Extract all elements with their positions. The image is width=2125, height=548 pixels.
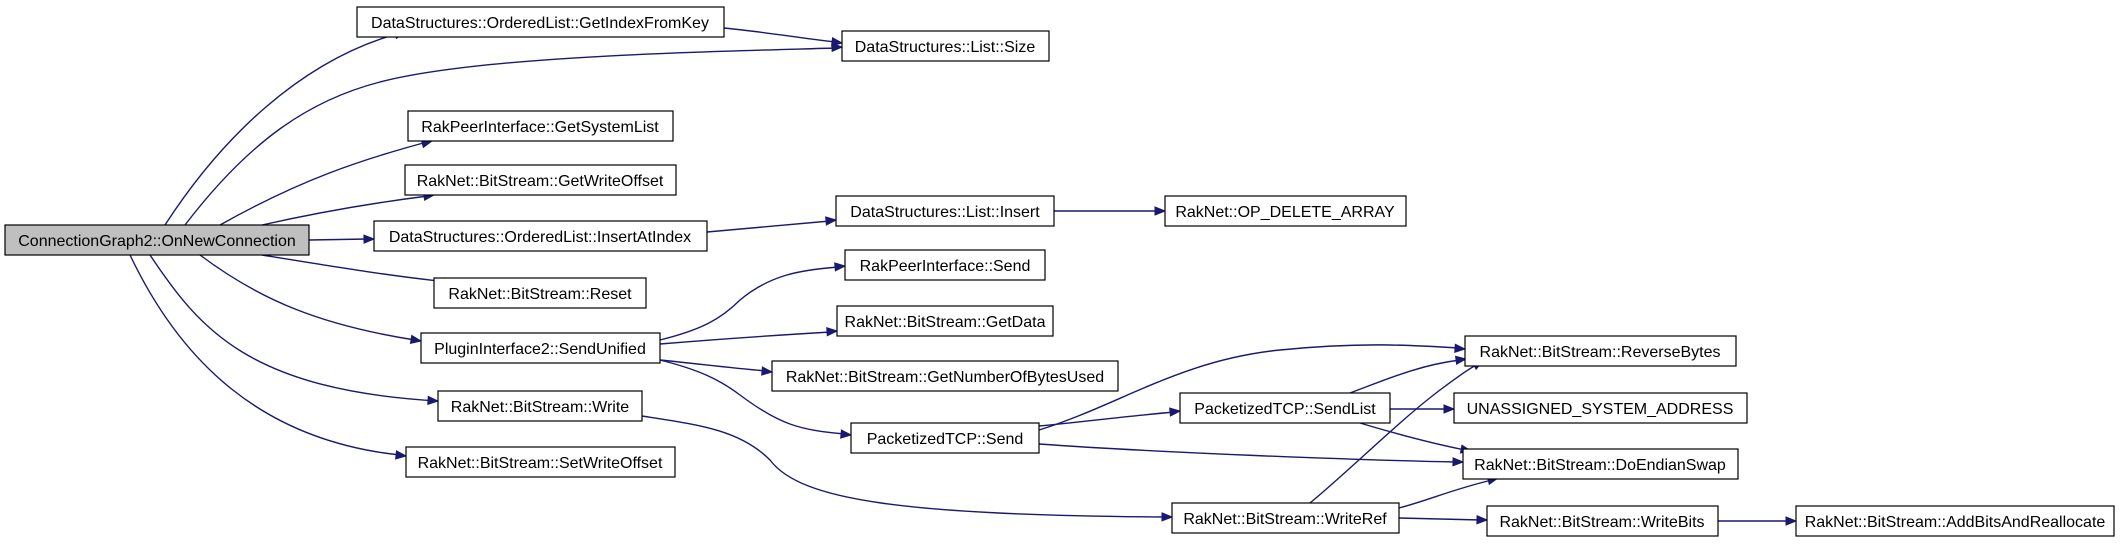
edge-n20-n21 bbox=[1718, 516, 1798, 526]
edge-n13-n14 bbox=[1038, 407, 1182, 427]
arrowhead bbox=[1454, 355, 1468, 366]
edge-n0-n8 bbox=[261, 254, 456, 287]
node-bitstream-getwriteoffset[interactable]: RakNet::BitStream::GetWriteOffset bbox=[404, 164, 677, 196]
node-label: RakNet::BitStream::WriteRef bbox=[1183, 511, 1387, 528]
node-label: RakNet::BitStream::GetWriteOffset bbox=[417, 173, 664, 190]
edge-n9-n12 bbox=[659, 359, 774, 376]
node-label: RakNet::BitStream::DoEndianSwap bbox=[1474, 457, 1726, 474]
edge-layer bbox=[129, 27, 1798, 526]
node-label: PacketizedTCP::SendList bbox=[1194, 401, 1376, 418]
node-layer: ConnectionGraph2::OnNewConnection DataSt… bbox=[4, 6, 2115, 537]
node-label: RakNet::BitStream::Write bbox=[451, 399, 630, 416]
node-packetizedtcp-sendlist[interactable]: PacketizedTCP::SendList bbox=[1179, 392, 1391, 424]
arrowhead bbox=[825, 216, 838, 226]
edge-n0-n9 bbox=[199, 254, 423, 345]
arrowhead bbox=[1785, 516, 1798, 526]
edge-n5-n6 bbox=[706, 216, 838, 233]
edge-n0-n22 bbox=[129, 254, 408, 460]
arrowhead bbox=[834, 262, 847, 272]
node-label: RakNet::BitStream::ReverseBytes bbox=[1480, 344, 1721, 361]
edge-n14-n16 bbox=[1390, 404, 1456, 414]
arrowhead bbox=[1169, 407, 1182, 417]
node-bitstream-writebits[interactable]: RakNet::BitStream::WriteBits bbox=[1486, 505, 1719, 537]
edge-n13-n15 bbox=[1038, 343, 1467, 431]
edge-n0-n5 bbox=[308, 234, 376, 244]
arrowhead bbox=[1161, 512, 1174, 522]
node-label: PluginInterface2::SendUnified bbox=[434, 341, 646, 358]
arrowhead bbox=[363, 234, 376, 244]
node-bitstream-write[interactable]: RakNet::BitStream::Write bbox=[437, 390, 643, 422]
node-rakpeerinterface-send[interactable]: RakPeerInterface::Send bbox=[844, 249, 1046, 281]
node-bitstream-setwriteoffset[interactable]: RakNet::BitStream::SetWriteOffset bbox=[405, 446, 676, 478]
edge-n19-n17 bbox=[1398, 475, 1500, 509]
node-bitstream-writeref[interactable]: RakNet::BitStream::WriteRef bbox=[1171, 502, 1400, 534]
node-label: DataStructures::OrderedList::InsertAtInd… bbox=[389, 229, 691, 246]
node-label: RakNet::BitStream::Reset bbox=[448, 286, 632, 303]
node-label: RakNet::BitStream::WriteBits bbox=[1499, 514, 1704, 531]
node-label: RakPeerInterface::GetSystemList bbox=[421, 119, 659, 136]
node-label: UNASSIGNED_SYSTEM_ADDRESS bbox=[1467, 401, 1734, 418]
node-orderedlist-insertatindex[interactable]: DataStructures::OrderedList::InsertAtInd… bbox=[373, 220, 708, 252]
node-unassigned-system-address[interactable]: UNASSIGNED_SYSTEM_ADDRESS bbox=[1453, 392, 1748, 424]
node-raknet-op-delete-array[interactable]: RakNet::OP_DELETE_ARRAY bbox=[1164, 195, 1407, 227]
arrowhead bbox=[395, 450, 408, 460]
node-label: RakNet::BitStream::GetNumberOfBytesUsed bbox=[786, 369, 1104, 386]
node-label: RakNet::OP_DELETE_ARRAY bbox=[1175, 204, 1395, 221]
edge-n9-n11 bbox=[659, 327, 839, 345]
arrowhead bbox=[1454, 343, 1467, 353]
arrowhead bbox=[840, 429, 853, 439]
node-label: PacketizedTCP::Send bbox=[867, 431, 1024, 448]
edge-n18-n19 bbox=[641, 415, 1174, 522]
node-bitstream-addbitsandreallocate[interactable]: RakNet::BitStream::AddBitsAndReallocate bbox=[1795, 505, 2115, 537]
edge-n0-n1 bbox=[164, 30, 407, 226]
arrowhead bbox=[427, 395, 440, 406]
node-packetizedtcp-send[interactable]: PacketizedTCP::Send bbox=[850, 422, 1040, 454]
node-bitstream-doendianswap[interactable]: RakNet::BitStream::DoEndianSwap bbox=[1462, 448, 1739, 480]
node-rakpeerinterface-getsystemlist[interactable]: RakPeerInterface::GetSystemList bbox=[407, 110, 674, 142]
arrowhead bbox=[1452, 457, 1465, 467]
arrowhead bbox=[1154, 206, 1167, 216]
edge-n14-n17 bbox=[1359, 422, 1473, 454]
arrowhead bbox=[826, 327, 839, 337]
node-label: ConnectionGraph2::OnNewConnection bbox=[18, 233, 296, 250]
arrowhead bbox=[1476, 515, 1489, 525]
node-list-size[interactable]: DataStructures::List::Size bbox=[841, 30, 1050, 62]
node-bitstream-reversebytes[interactable]: RakNet::BitStream::ReverseBytes bbox=[1464, 335, 1737, 367]
arrowhead bbox=[1443, 404, 1456, 414]
node-label: RakNet::BitStream::GetData bbox=[845, 314, 1046, 331]
node-label: RakPeerInterface::Send bbox=[860, 258, 1031, 275]
node-label: RakNet::BitStream::SetWriteOffset bbox=[418, 455, 663, 472]
node-label: DataStructures::List::Insert bbox=[850, 204, 1040, 221]
node-bitstream-reset[interactable]: RakNet::BitStream::Reset bbox=[433, 277, 647, 309]
node-label: DataStructures::List::Size bbox=[855, 39, 1036, 56]
edge-n19-n15 bbox=[1309, 360, 1485, 504]
edge-n13-n17 bbox=[1038, 443, 1465, 467]
node-bitstream-getdata[interactable]: RakNet::BitStream::GetData bbox=[836, 305, 1054, 337]
node-bitstream-getnumberofbytesused[interactable]: RakNet::BitStream::GetNumberOfBytesUsed bbox=[771, 360, 1119, 392]
edge-n0-n4 bbox=[261, 191, 436, 226]
arrowhead bbox=[761, 366, 774, 376]
edge-n6-n7 bbox=[1054, 206, 1167, 216]
node-orderedlist-getindexfromkey[interactable]: DataStructures::OrderedList::GetIndexFro… bbox=[356, 6, 725, 38]
edge-n9-n13 bbox=[659, 359, 853, 439]
node-label: DataStructures::OrderedList::GetIndexFro… bbox=[371, 15, 709, 32]
node-connectiongraph2-onnewconnection[interactable]: ConnectionGraph2::OnNewConnection bbox=[4, 224, 310, 256]
arrowhead bbox=[831, 37, 844, 47]
node-plugininterface2-sendunified[interactable]: PluginInterface2::SendUnified bbox=[420, 332, 661, 364]
node-list-insert[interactable]: DataStructures::List::Insert bbox=[835, 195, 1055, 227]
node-label: RakNet::BitStream::AddBitsAndReallocate bbox=[1805, 514, 2106, 531]
edge-n9-n10 bbox=[659, 262, 847, 341]
edge-n14-n15 bbox=[1349, 355, 1468, 394]
edge-n1-n2 bbox=[723, 27, 844, 47]
arrowhead bbox=[409, 334, 423, 345]
edge-n0-n18 bbox=[149, 254, 440, 406]
edge-n19-n20 bbox=[1398, 515, 1489, 525]
